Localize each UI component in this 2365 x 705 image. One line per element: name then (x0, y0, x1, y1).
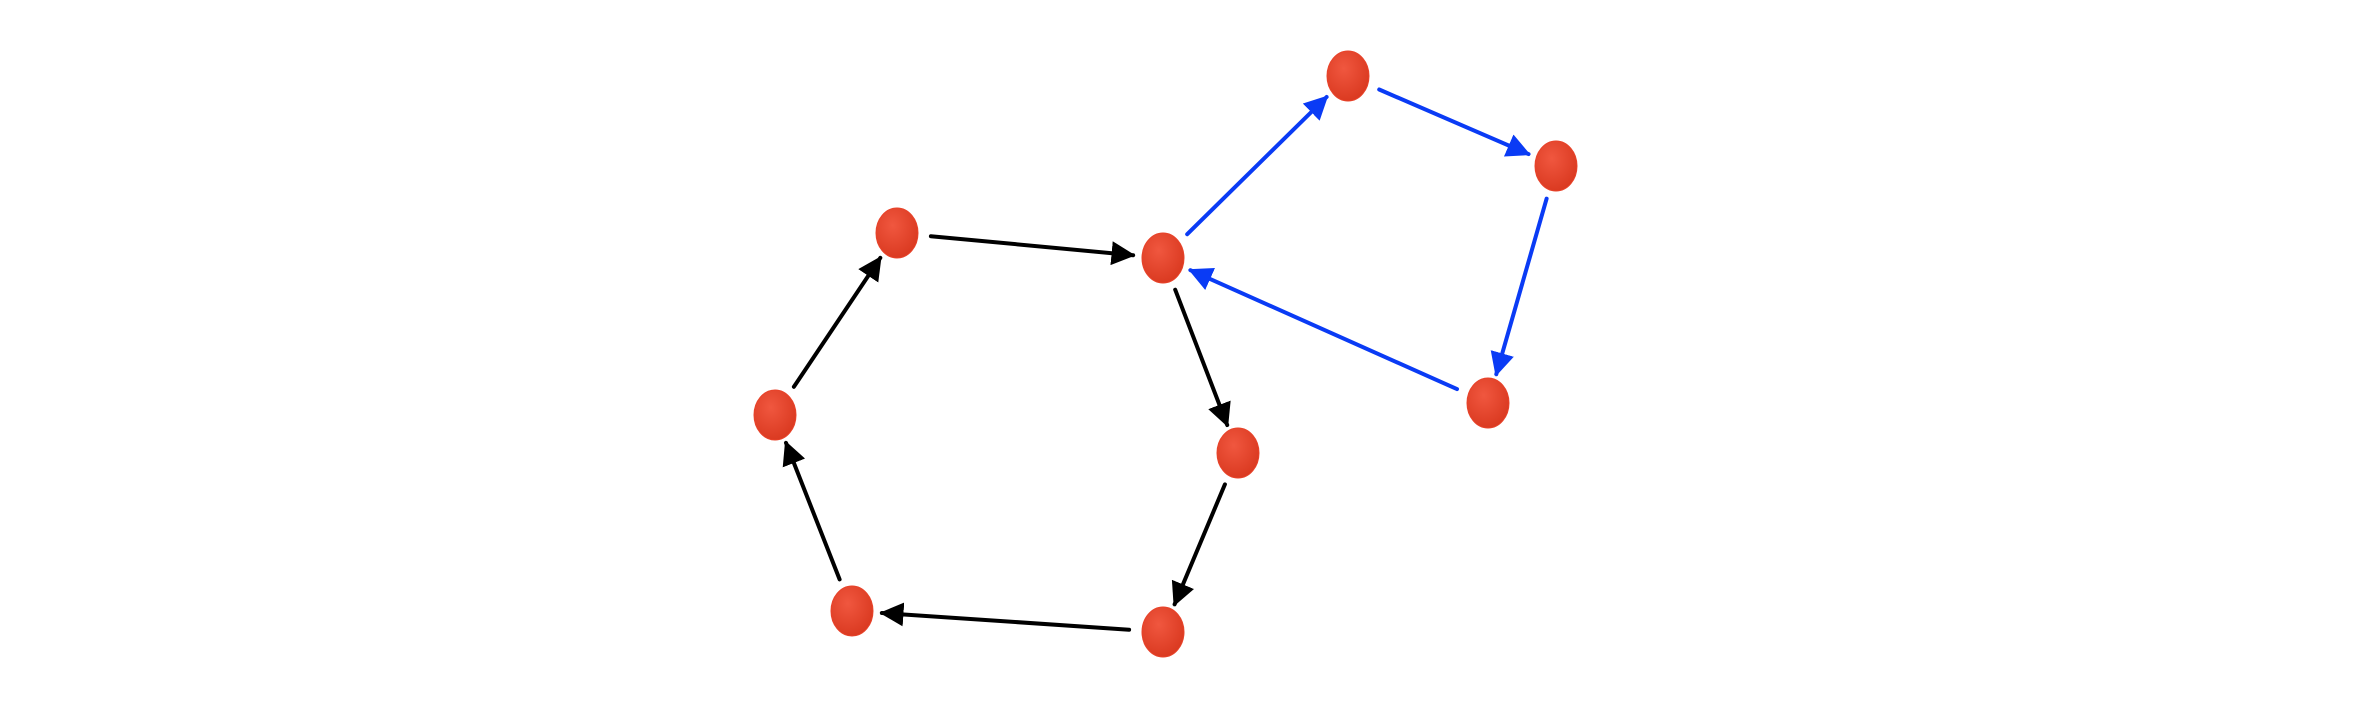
edge-black-bottom-left-to-black-left (782, 440, 842, 582)
node-blue-right (1534, 140, 1578, 192)
edge-black-top-left-to-hub (928, 234, 1136, 266)
nodes-layer (753, 50, 1578, 658)
edge-black-bottom-right-to-black-bottom-left (879, 602, 1132, 632)
node-hub (1141, 232, 1185, 284)
edges-layer (782, 87, 1549, 632)
node-black-left (753, 389, 797, 441)
edge-blue-bottom-to-hub (1188, 268, 1459, 392)
node-blue-bottom (1466, 377, 1510, 429)
node-black-bottom-left (830, 585, 874, 637)
edge-blue-right-to-blue-bottom (1490, 196, 1549, 377)
node-black-bottom-right (1141, 606, 1185, 658)
edge-blue-top-to-blue-right (1377, 87, 1531, 157)
edge-hub-to-black-right (1173, 287, 1231, 428)
node-blue-top (1326, 50, 1370, 102)
edge-hub-to-blue-top (1185, 95, 1329, 237)
node-black-top-left (875, 207, 919, 259)
edge-black-left-to-black-top-left (791, 255, 883, 389)
node-black-right (1216, 427, 1260, 479)
edge-black-right-to-black-bottom-right (1171, 482, 1227, 607)
